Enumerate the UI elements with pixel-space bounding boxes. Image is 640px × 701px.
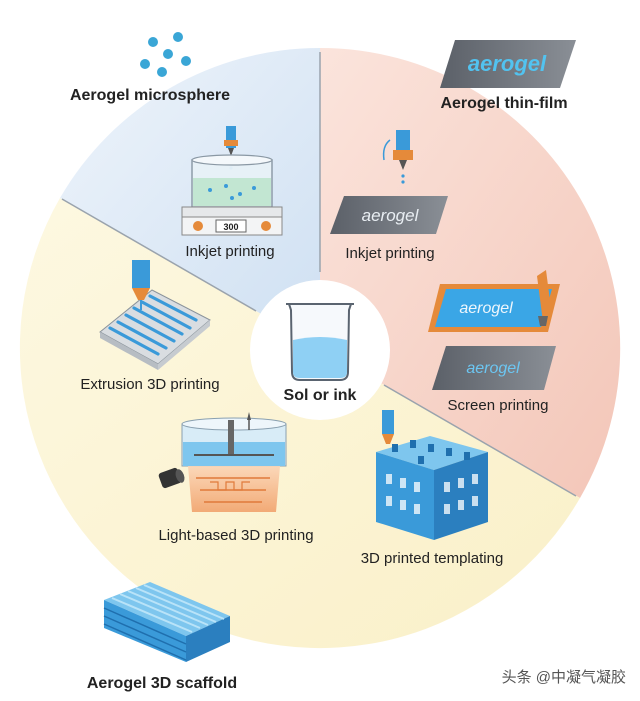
film-text-top: aerogel — [468, 51, 547, 76]
label-templating: 3D printed templating — [361, 550, 504, 567]
screen-setup: aerogel aerogel — [428, 270, 560, 390]
label-inkjet-right: Inkjet printing — [345, 245, 434, 262]
inkjet-right-setup: aerogel — [330, 130, 448, 234]
cube-icon — [376, 410, 488, 540]
label-inkjet-left: Inkjet printing — [185, 243, 274, 260]
extrusion-setup — [99, 260, 211, 370]
film-text-inkjet: aerogel — [362, 206, 420, 225]
divider-right — [383, 384, 577, 497]
label-microsphere: Aerogel microsphere — [70, 87, 230, 104]
film-text-screen-upper: aerogel — [459, 300, 513, 317]
label-thin-film: Aerogel thin-film — [440, 95, 567, 112]
inkjet-left-setup: 300 — [181, 126, 283, 236]
lamp-icon — [158, 467, 185, 489]
label-extrusion: Extrusion 3D printing — [80, 376, 219, 393]
film-icon-top: aerogel — [440, 40, 576, 88]
scaffold-icon — [103, 582, 230, 662]
microsphere-icon — [140, 32, 191, 77]
divider-left — [61, 198, 257, 312]
stirrer-icon: 300 — [181, 206, 283, 236]
sector-blue — [60, 47, 320, 348]
nozzle-icon — [132, 260, 150, 310]
film-text-screen-lower: aerogel — [466, 360, 520, 377]
nozzle-icon — [382, 130, 413, 184]
center-label: Sol or ink — [284, 387, 357, 404]
label-screen: Screen printing — [448, 397, 549, 414]
beaker-icon — [286, 303, 354, 381]
nozzle-icon — [382, 410, 394, 444]
label-scaffold: Aerogel 3D scaffold — [87, 675, 237, 692]
watermark: 头条 @中凝气凝胶 — [502, 669, 626, 686]
stirrer-display: 300 — [223, 222, 238, 232]
squeegee-icon — [537, 270, 552, 326]
label-light-based: Light-based 3D printing — [158, 527, 313, 544]
light-based-setup — [158, 412, 287, 512]
